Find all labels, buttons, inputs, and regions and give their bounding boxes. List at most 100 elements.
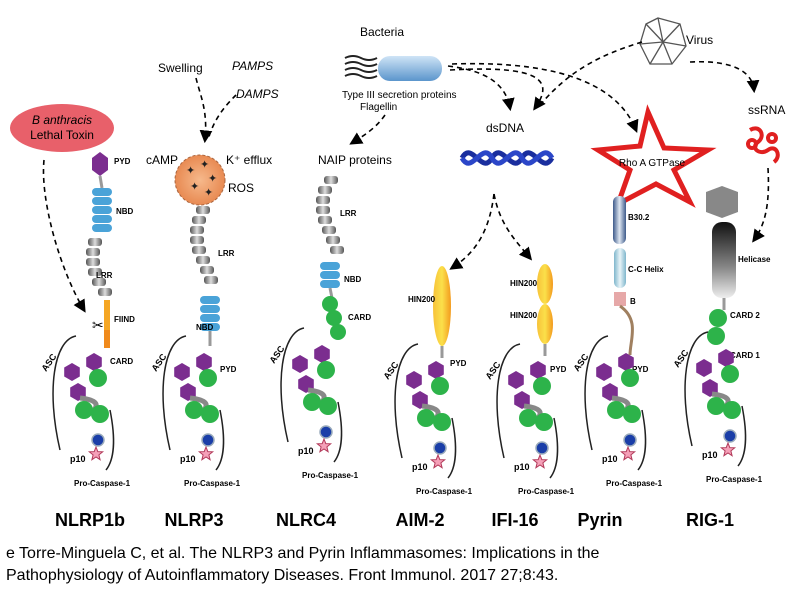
- k-efflux-label: K⁺ efflux: [226, 153, 272, 167]
- p20-ball: [623, 433, 637, 447]
- aim2-hin200-label: HIN200: [408, 295, 436, 304]
- asc-bracket: [584, 335, 609, 451]
- sensor-name-nlrc4: NLRC4: [276, 510, 336, 530]
- procaspase-label: Pro-Caspase-1: [518, 487, 575, 496]
- sensor-pyd-hex: [718, 349, 734, 367]
- nlrp1b-receptor: ✂: [86, 152, 112, 348]
- procaspase-label: Pro-Caspase-1: [706, 475, 763, 484]
- p20-ball: [433, 441, 447, 455]
- nlrp3-nbd-label: NBD: [196, 323, 214, 332]
- aim2-receptor: [433, 266, 451, 358]
- pyrin-b302-label: B30.2: [628, 213, 650, 222]
- aim2-pyd-label: PYD: [450, 359, 467, 368]
- sensor-pyd-hex: [196, 353, 212, 371]
- p10-label: p10: [70, 454, 86, 464]
- svg-text:✦: ✦: [204, 187, 213, 199]
- rig1-card1-label: CARD 1: [730, 351, 760, 360]
- caspase-bracket: [447, 417, 457, 479]
- card-circle: [303, 393, 321, 411]
- rig1-helicase-label: Helicase: [738, 255, 771, 264]
- nlrp1b-nbd-label: NBD: [116, 207, 134, 216]
- card-circle: [317, 361, 335, 379]
- p20-ball: [91, 433, 105, 447]
- card-circle: [89, 369, 107, 387]
- p20-ball: [723, 429, 737, 443]
- asc-pyd-hex: [174, 363, 190, 381]
- anthracis-ellipse: [10, 104, 114, 152]
- camp-label: cAMP: [146, 153, 178, 167]
- pyrin-b-label: B: [630, 297, 636, 306]
- p10-label: p10: [514, 462, 530, 472]
- p10-star: [531, 453, 549, 469]
- svg-text:✦: ✦: [200, 159, 209, 171]
- p20-ball: [535, 441, 549, 455]
- caspase-bracket: [333, 401, 343, 463]
- asc-bracket: [162, 335, 187, 451]
- card-circle: [723, 401, 741, 419]
- asc-pyd-hex: [64, 363, 80, 381]
- card-circle: [185, 401, 203, 419]
- sensor-name-pyrin: Pyrin: [577, 510, 622, 530]
- card-circle: [433, 413, 451, 431]
- card-circle: [535, 413, 553, 431]
- k-efflux-circle: [174, 154, 226, 206]
- lethal-toxin-label: Lethal Toxin: [30, 128, 94, 142]
- damps-label: DAMPS: [236, 87, 279, 101]
- p10-star: [429, 453, 447, 469]
- card-circle: [199, 369, 217, 387]
- card-circle: [91, 405, 109, 423]
- citation-caption: e Torre-Minguela C, et al. The NLRP3 and…: [6, 543, 786, 587]
- asc-pyd-hex: [406, 371, 422, 389]
- nlrc4-receptor: [316, 176, 346, 340]
- card-circle: [533, 377, 551, 395]
- p10-star: [619, 445, 637, 461]
- ros-stars: ✦✦ ✦✦ ✦: [186, 159, 217, 199]
- ifi16-pyd-label: PYD: [550, 365, 567, 374]
- citation-line-2: Pathophysiology of Autoinflammatory Dise…: [6, 567, 559, 584]
- sensor-name-rig-1: RIG-1: [686, 510, 734, 530]
- bacteria-label: Bacteria: [360, 25, 404, 39]
- asc-bracket: [394, 343, 419, 459]
- card-circle: [519, 409, 537, 427]
- virus-label: Virus: [686, 33, 713, 47]
- p10-label: p10: [180, 454, 196, 464]
- caspase-bracket: [105, 409, 115, 471]
- procaspase-label: Pro-Caspase-1: [74, 479, 131, 488]
- card-circle: [707, 397, 725, 415]
- asc-pyd-hex: [508, 371, 524, 389]
- asc-caspase-clusters: p10Pro-Caspase-1ASCp10Pro-Caspase-1ASCp1…: [39, 327, 763, 496]
- svg-text:✦: ✦: [208, 173, 217, 185]
- ssrna-label: ssRNA: [748, 103, 785, 117]
- scissors-icon: ✂: [92, 317, 104, 333]
- dsdna-helix-icon: [459, 150, 555, 166]
- p10-label: p10: [298, 446, 314, 456]
- p10-label: p10: [702, 450, 718, 460]
- procaspase-label: Pro-Caspase-1: [302, 471, 359, 480]
- pyrin-receptor: [613, 196, 634, 356]
- nlrp3-lrr-label: LRR: [218, 249, 235, 258]
- svg-text:✦: ✦: [190, 181, 199, 193]
- p10-star: [719, 441, 737, 457]
- procaspase-label: Pro-Caspase-1: [184, 479, 241, 488]
- sensor-name-aim-2: AIM-2: [396, 510, 445, 530]
- ifi16-receptor: [537, 264, 553, 356]
- nlrp1b-pyd-label: PYD: [114, 157, 131, 166]
- ifi16-hin200-label-1: HIN200: [510, 279, 538, 288]
- pyrin-pyd-label: PYD: [632, 365, 649, 374]
- rig1-card2-label: CARD 2: [730, 311, 760, 320]
- nlrp3-receptor: [190, 206, 220, 346]
- asc-pyd-hex: [596, 363, 612, 381]
- card-circle: [607, 401, 625, 419]
- anthracis-label: B anthracis: [32, 113, 92, 127]
- pamps-label: PAMPS: [232, 59, 273, 73]
- procaspase-label: Pro-Caspase-1: [606, 479, 663, 488]
- virus-icon: [639, 17, 687, 65]
- bacteria-icon: [344, 55, 442, 81]
- p10-star: [315, 437, 333, 453]
- card-circle: [721, 365, 739, 383]
